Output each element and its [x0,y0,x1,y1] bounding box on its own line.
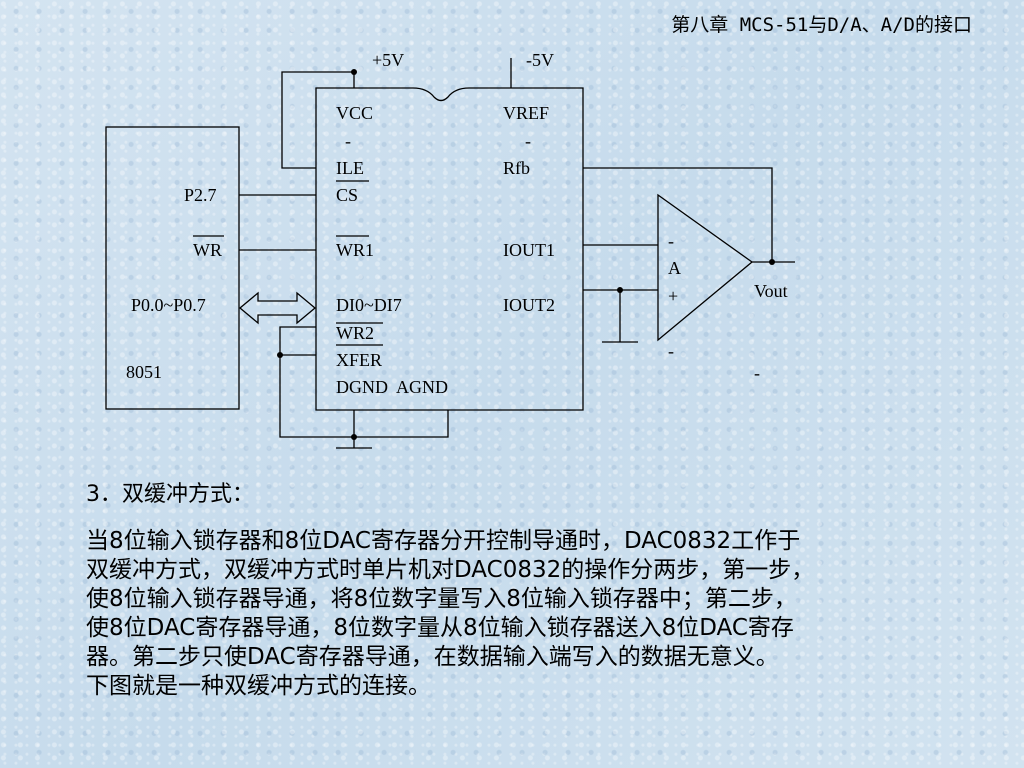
vcc-junction-dot [351,69,357,75]
data-bus-arrow [238,291,317,325]
dac-pin-cs: CS [336,185,358,205]
vcc-wire [281,71,355,169]
dac-pin-xfer: XFER [336,350,382,370]
dac-pin-wr1: WR1 [336,240,374,260]
dac-pin-iout1: IOUT1 [503,240,555,260]
dac-pin-di: DI0~DI7 [336,295,402,315]
section-paragraph: 当8位输入锁存器和8位DAC寄存器分开控制导通时，DAC0832工作于 双缓冲方… [86,527,976,701]
dac-pin-ile: ILE [336,158,364,178]
vout-dash: - [754,363,760,383]
xfer-junction-dot [277,352,283,358]
paragraph-line: 使8位输入锁存器导通，将8位数字量写入8位输入锁存器中；第二步， [86,586,797,612]
dac-dash-left: - [345,131,351,151]
iout2-junction-dot [617,287,623,293]
opamp-label: A [668,258,681,278]
iout2-ground-wire [602,290,638,343]
mcu-name: 8051 [126,362,162,382]
mcu-pin-p0: P0.0~P0.7 [131,295,206,315]
opamp-plus: + [668,286,678,306]
wr2-xfer-ground-wire [279,326,449,438]
paragraph-line: 使8位DAC寄存器导通，8位数字量从8位输入锁存器送入8位DAC寄存 [86,615,794,641]
opamp-minus: - [668,231,674,251]
dac-pin-wr2: WR2 [336,323,374,343]
opamp-dash-bottom: - [668,341,674,361]
mcu-pin-p27: P2.7 [184,185,217,205]
dac-dash-right: - [525,131,531,151]
dac-pin-vref: VREF [503,103,549,123]
mcu-8051-block [105,126,240,410]
ground-junction-dot [351,434,357,440]
paragraph-line: 器。第二步只使DAC寄存器导通，在数据输入端写入的数据无意义。 [86,644,779,670]
mcu-pin-wr: WR [193,240,222,260]
paragraph-line: 下图就是一种双缓冲方式的连接。 [86,673,431,699]
dac-pin-rfb: Rfb [503,158,530,178]
dac-pin-vcc: VCC [336,103,373,123]
supply-pos-label: +5V [372,50,404,70]
vout-junction-dot [769,259,775,265]
paragraph-line: 双缓冲方式，双缓冲方式时单片机对DAC0832的操作分两步，第一步， [86,557,815,583]
opamp-triangle [657,193,754,342]
dac-pin-iout2: IOUT2 [503,295,555,315]
dac0832-circuit-diagram: +5V -5V P2.7 WR P0.0~P0.7 8051 VCC VREF … [105,50,795,449]
section-heading: 3．双缓冲方式： [86,482,254,507]
supply-neg-label: -5V [526,50,554,70]
slide-title: 第八章 MCS-51与D/A、A/D的接口 [671,14,972,36]
dac0832-chip-body [315,87,584,411]
paragraph-line: 当8位输入锁存器和8位DAC寄存器分开控制导通时，DAC0832工作于 [86,528,801,554]
rfb-feedback-wire [583,167,773,262]
dac-pin-gnd: DGND AGND [336,377,448,397]
vout-label: Vout [754,281,788,301]
